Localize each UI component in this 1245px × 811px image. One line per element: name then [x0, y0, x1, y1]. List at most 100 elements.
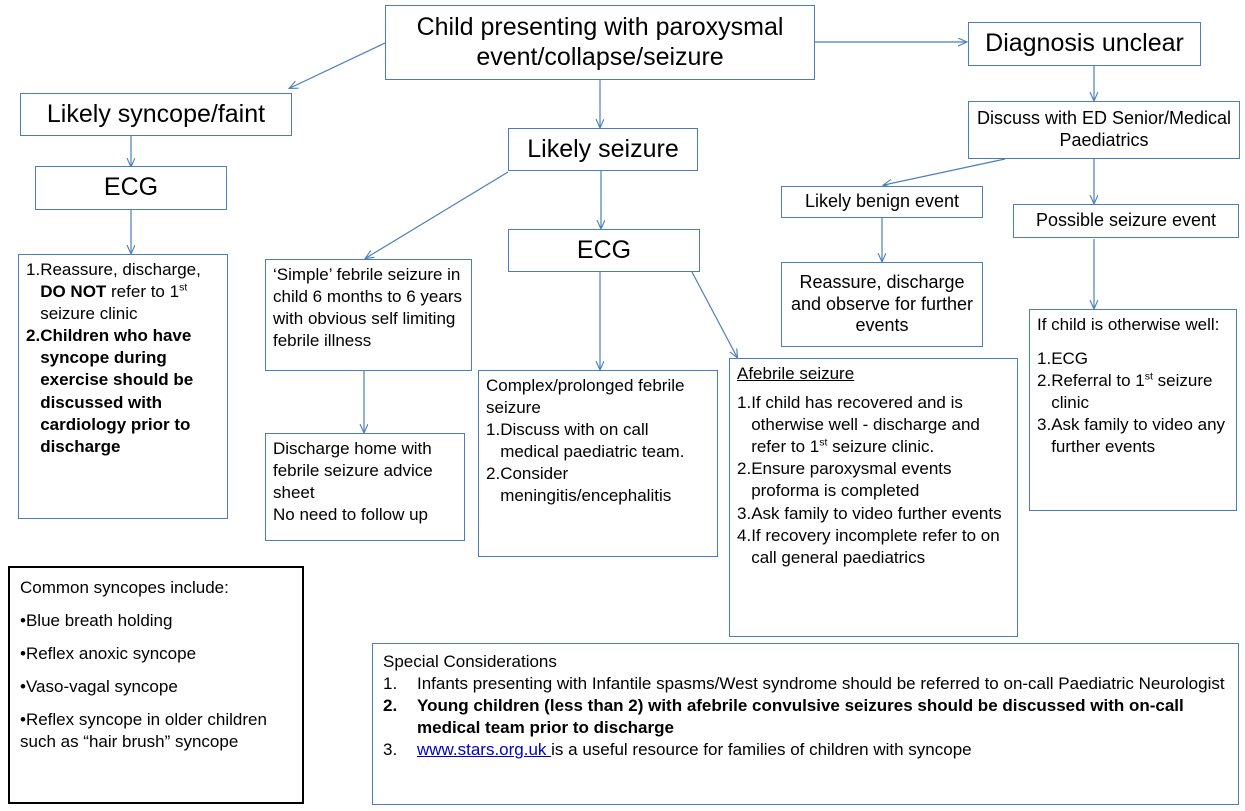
list-item: 3. Ask family to video any further event…: [1037, 414, 1229, 458]
list-item: 1. Discuss with on call medical paediatr…: [486, 419, 710, 463]
list-item-number: 2.: [1037, 371, 1052, 391]
list-item: 3. Ask family to video further events: [737, 503, 1010, 525]
special-considerations-body: Special Considerations 1. Infants presen…: [373, 644, 1238, 768]
list-item-text: Infants presenting with Infantile spasms…: [417, 674, 1225, 694]
list-item-number: 2.: [737, 459, 752, 479]
node-if-child-well-body: If child is otherwise well: 1. ECG 2. Re…: [1030, 310, 1236, 463]
node-discharge-home[interactable]: Discharge home with febrile seizure advi…: [265, 433, 465, 541]
list-item: 2. Children who have syncope during exer…: [26, 325, 220, 458]
discharge-home-line-2: No need to follow up: [273, 505, 428, 525]
list-item-number: 4.: [737, 525, 752, 545]
node-simple-febrile-label: ‘Simple’ febrile seizure in child 6 mont…: [273, 265, 462, 351]
list-item-number: 3.: [383, 740, 398, 760]
complex-febrile-heading: Complex/prolonged febrile seizure: [486, 376, 685, 418]
node-complex-febrile-body: Complex/prolonged febrile seizure 1. Dis…: [479, 371, 717, 512]
syncope-actions-list: 1. Reassure, discharge, DO NOT refer to …: [19, 255, 227, 462]
list-item-text: Vaso-vagal syncope: [25, 677, 178, 697]
list-item-text: Ask family to video further events: [751, 503, 1002, 523]
list-item: 1. Infants presenting with Infantile spa…: [383, 673, 1228, 695]
list-item-number: 1.: [486, 420, 501, 440]
list-item-number: 2.: [26, 326, 41, 346]
bullet-icon: •: [20, 611, 26, 631]
list-item: •Reflex syncope in older children such a…: [20, 709, 292, 753]
node-likely-benign-label: Likely benign event: [804, 191, 960, 212]
node-syncope-actions[interactable]: 1. Reassure, discharge, DO NOT refer to …: [18, 254, 228, 519]
node-reassure-observe-label: Reassure, discharge and observe for furt…: [790, 271, 974, 336]
list-item: • Blue breath holding: [20, 610, 292, 632]
afebrile-seizure-heading: Afebrile seizure: [737, 364, 855, 383]
list-item-number: 1.: [737, 393, 752, 413]
list-item: • Vaso-vagal syncope: [20, 676, 292, 698]
note-common-syncopes[interactable]: Common syncopes include: • Blue breath h…: [8, 566, 304, 804]
if-child-well-heading: If child is otherwise well:: [1037, 315, 1220, 334]
common-syncopes-heading: Common syncopes include:: [20, 578, 229, 597]
node-syncope-ecg[interactable]: ECG: [35, 166, 227, 210]
list-item: 1. Reassure, discharge, DO NOT refer to …: [26, 259, 220, 325]
bullet-icon: •: [20, 710, 26, 730]
node-discharge-home-text: Discharge home with febrile seizure advi…: [266, 434, 464, 530]
list-item-text: Referral to 1st seizure clinic: [1051, 370, 1213, 413]
edge-likely-seizure-to-simple-febrile: [366, 171, 509, 258]
note-special-considerations[interactable]: Special Considerations 1. Infants presen…: [372, 643, 1239, 805]
node-root-label: Child presenting with paroxysmal event/c…: [416, 13, 784, 71]
stars-link[interactable]: www.stars.org.uk: [417, 740, 552, 760]
common-syncopes-body: Common syncopes include: • Blue breath h…: [10, 568, 302, 763]
node-syncope-ecg-label: ECG: [103, 173, 159, 202]
list-item-number: 1.: [383, 674, 398, 694]
node-if-child-well[interactable]: If child is otherwise well: 1. ECG 2. Re…: [1029, 309, 1237, 511]
list-item-text: ECG: [1051, 349, 1089, 369]
list-item: 4. If recovery incomplete refer to on ca…: [737, 525, 1010, 569]
list-item-text: Reflex anoxic syncope: [25, 644, 197, 664]
node-afebrile-seizure[interactable]: Afebrile seizure 1. If child has recover…: [729, 358, 1018, 637]
node-likely-benign[interactable]: Likely benign event: [781, 186, 983, 218]
list-item-text: Children who have syncope during exercis…: [40, 326, 194, 456]
list-item: 1. If child has recovered and is otherwi…: [737, 392, 1010, 458]
discharge-home-line-1: Discharge home with febrile seizure advi…: [273, 439, 433, 503]
list-item: 1. ECG: [1037, 348, 1229, 370]
node-root[interactable]: Child presenting with paroxysmal event/c…: [385, 5, 815, 80]
list-item-text: Reassure, discharge, DO NOT refer to 1st…: [40, 260, 201, 324]
list-item-number: 2.: [383, 696, 398, 716]
node-likely-seizure-label: Likely seizure: [527, 134, 679, 163]
list-item-text: If child has recovered and is otherwise …: [751, 393, 980, 457]
node-afebrile-seizure-body: Afebrile seizure 1. If child has recover…: [730, 359, 1017, 573]
list-item-number: 2.: [486, 464, 501, 484]
edge-discuss-ed-to-likely-benign: [884, 158, 1006, 185]
edge-ecg-to-afebrile-seizure: [691, 271, 737, 357]
node-possible-seizure[interactable]: Possible seizure event: [1013, 204, 1239, 238]
special-considerations-heading: Special Considerations: [383, 652, 557, 671]
list-item-number: 1.: [26, 260, 41, 279]
node-simple-febrile[interactable]: ‘Simple’ febrile seizure in child 6 mont…: [265, 259, 472, 371]
node-likely-seizure[interactable]: Likely seizure: [508, 128, 698, 171]
node-likely-syncope-label: Likely syncope/faint: [46, 99, 266, 128]
node-seizure-ecg-label: ECG: [576, 235, 632, 264]
list-item-text: Young children (less than 2) with afebri…: [417, 696, 1184, 738]
list-item: 2. Ensure paroxysmal events proforma is …: [737, 458, 1010, 502]
node-diagnosis-unclear-label: Diagnosis unclear: [985, 29, 1184, 58]
list-item: • Reflex anoxic syncope: [20, 643, 292, 665]
node-discuss-ed[interactable]: Discuss with ED Senior/Medical Paediatri…: [968, 101, 1240, 159]
bullet-icon: •: [20, 644, 26, 664]
node-complex-febrile[interactable]: Complex/prolonged febrile seizure 1. Dis…: [478, 370, 718, 557]
list-item-text: Ask family to video any further events: [1051, 415, 1226, 457]
list-item: 2. Referral to 1st seizure clinic: [1037, 370, 1229, 414]
list-item-text: Reflex syncope in older children such as…: [20, 710, 267, 752]
node-likely-syncope[interactable]: Likely syncope/faint: [20, 93, 292, 136]
list-item-number: 3.: [737, 503, 752, 523]
list-item-number: 3.: [1037, 415, 1052, 435]
node-possible-seizure-label: Possible seizure event: [1035, 210, 1217, 231]
bullet-icon: •: [20, 677, 26, 697]
list-item-text: Consider meningitis/encephalitis: [500, 464, 672, 506]
node-reassure-observe[interactable]: Reassure, discharge and observe for furt…: [781, 262, 983, 347]
list-item-text: Blue breath holding: [25, 611, 173, 631]
node-seizure-ecg[interactable]: ECG: [508, 229, 700, 272]
list-item: 2. Young children (less than 2) with afe…: [383, 695, 1228, 739]
edge-root-to-likely-syncope: [290, 42, 386, 88]
list-item-text: Discuss with on call medical paediatric …: [500, 420, 685, 462]
node-diagnosis-unclear[interactable]: Diagnosis unclear: [968, 22, 1201, 66]
list-item: 3. www.stars.org.uk is a useful resource…: [383, 739, 1228, 761]
list-item-text: Ensure paroxysmal events proforma is com…: [751, 459, 952, 501]
list-item-text: If recovery incomplete refer to on call …: [751, 525, 1000, 567]
list-item: 2. Consider meningitis/encephalitis: [486, 463, 710, 507]
